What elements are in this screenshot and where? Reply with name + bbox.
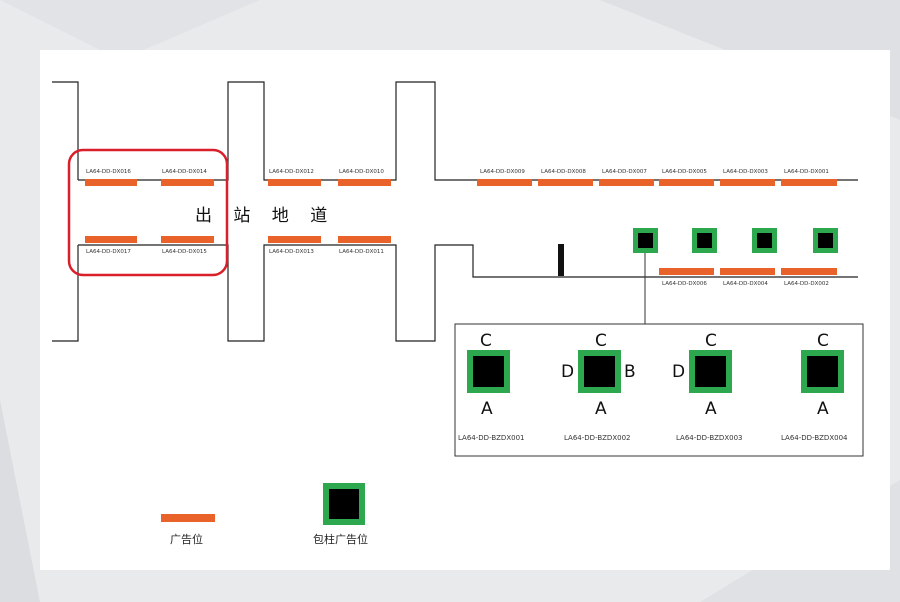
label-dx006: LA64-DD-DX006 bbox=[662, 281, 707, 287]
ad-slot-dx015[interactable] bbox=[161, 236, 214, 243]
ad-slots-lower bbox=[85, 236, 837, 275]
ad-slot-dx003[interactable] bbox=[720, 179, 775, 186]
detail-2-right: B bbox=[624, 362, 636, 382]
corridor-walls bbox=[52, 81, 858, 342]
floor-plan-sheet: LA64-DD-DX016 LA64-DD-DX014 LA64-DD-DX01… bbox=[40, 50, 890, 570]
label-dx012: LA64-DD-DX012 bbox=[269, 169, 314, 175]
pillar-post bbox=[558, 244, 564, 276]
label-dx017: LA64-DD-DX017 bbox=[86, 249, 131, 255]
ad-slot-dx006[interactable] bbox=[659, 268, 714, 275]
label-dx002: LA64-DD-DX002 bbox=[784, 281, 829, 287]
ad-slot-dx011[interactable] bbox=[338, 236, 391, 243]
ad-slot-dx013[interactable] bbox=[268, 236, 321, 243]
label-dx009: LA64-DD-DX009 bbox=[480, 169, 525, 175]
label-dx003: LA64-DD-DX003 bbox=[723, 169, 768, 175]
legend-pillar-label: 包柱广告位 bbox=[313, 532, 368, 546]
pillar-ads bbox=[633, 228, 838, 253]
detail-panel bbox=[454, 323, 864, 457]
detail-2-top: C bbox=[595, 331, 607, 351]
detail-4-id: LA64-DD-BZDX004 bbox=[781, 434, 848, 442]
ad-slot-dx009[interactable] bbox=[477, 179, 532, 186]
label-dx010: LA64-DD-DX010 bbox=[339, 169, 384, 175]
ad-slot-dx014[interactable] bbox=[161, 179, 214, 186]
label-dx015: LA64-DD-DX015 bbox=[162, 249, 207, 255]
ad-slot-labels: LA64-DD-DX016 LA64-DD-DX014 LA64-DD-DX01… bbox=[86, 169, 829, 287]
pillar-ad-2[interactable] bbox=[692, 228, 717, 253]
detail-4-bottom: A bbox=[817, 399, 829, 419]
label-dx001: LA64-DD-DX001 bbox=[784, 169, 829, 175]
label-dx005: LA64-DD-DX005 bbox=[662, 169, 707, 175]
label-dx014: LA64-DD-DX014 bbox=[162, 169, 207, 175]
detail-3-left: D bbox=[672, 362, 685, 382]
detail-2-id: LA64-DD-BZDX002 bbox=[564, 434, 630, 442]
passage-title: 出 站 地 道 bbox=[195, 206, 335, 226]
ad-slots-upper bbox=[85, 179, 837, 186]
ad-slot-dx004[interactable] bbox=[720, 268, 775, 275]
detail-1-id: LA64-DD-BZDX001 bbox=[458, 434, 524, 442]
ad-slot-dx001[interactable] bbox=[781, 179, 837, 186]
detail-4-top: C bbox=[817, 331, 829, 351]
ad-slot-dx005[interactable] bbox=[659, 179, 714, 186]
detail-3-bottom: A bbox=[705, 399, 717, 419]
detail-1-top: C bbox=[480, 331, 492, 351]
detail-3-id: LA64-DD-BZDX003 bbox=[676, 434, 742, 442]
pillar-ad-4[interactable] bbox=[813, 228, 838, 253]
legend: 广告位 包柱广告位 bbox=[161, 483, 368, 546]
passage-map: LA64-DD-DX016 LA64-DD-DX014 LA64-DD-DX01… bbox=[52, 81, 864, 546]
pillar-ad-1[interactable] bbox=[633, 228, 658, 253]
label-dx007: LA64-DD-DX007 bbox=[602, 169, 647, 175]
legend-ad-slot-swatch bbox=[161, 514, 215, 522]
legend-ad-slot-label: 广告位 bbox=[170, 532, 203, 546]
ad-slot-dx012[interactable] bbox=[268, 179, 321, 186]
legend-pillar-swatch-inner bbox=[329, 489, 359, 519]
highlight-box bbox=[67, 148, 229, 277]
label-dx008: LA64-DD-DX008 bbox=[541, 169, 586, 175]
label-dx016: LA64-DD-DX016 bbox=[86, 169, 131, 175]
ad-slot-dx010[interactable] bbox=[338, 179, 391, 186]
detail-1-bottom: A bbox=[481, 399, 493, 419]
detail-2-bottom: A bbox=[595, 399, 607, 419]
pillar-ad-3[interactable] bbox=[752, 228, 777, 253]
detail-item-1: C A LA64-DD-BZDX001 bbox=[458, 331, 524, 442]
detail-2-left: D bbox=[561, 362, 574, 382]
detail-item-2: C D B A LA64-DD-BZDX002 bbox=[561, 331, 636, 442]
ad-slot-dx016[interactable] bbox=[85, 179, 137, 186]
ad-slot-dx002[interactable] bbox=[781, 268, 837, 275]
ad-slot-dx008[interactable] bbox=[538, 179, 593, 186]
ad-slot-dx007[interactable] bbox=[599, 179, 654, 186]
ad-slot-dx017[interactable] bbox=[85, 236, 137, 243]
detail-item-4: C A LA64-DD-BZDX004 bbox=[781, 331, 848, 442]
detail-item-3: C D A LA64-DD-BZDX003 bbox=[672, 331, 742, 442]
label-dx013: LA64-DD-DX013 bbox=[269, 249, 314, 255]
label-dx004: LA64-DD-DX004 bbox=[723, 281, 768, 287]
label-dx011: LA64-DD-DX011 bbox=[339, 249, 384, 255]
detail-3-top: C bbox=[705, 331, 717, 351]
